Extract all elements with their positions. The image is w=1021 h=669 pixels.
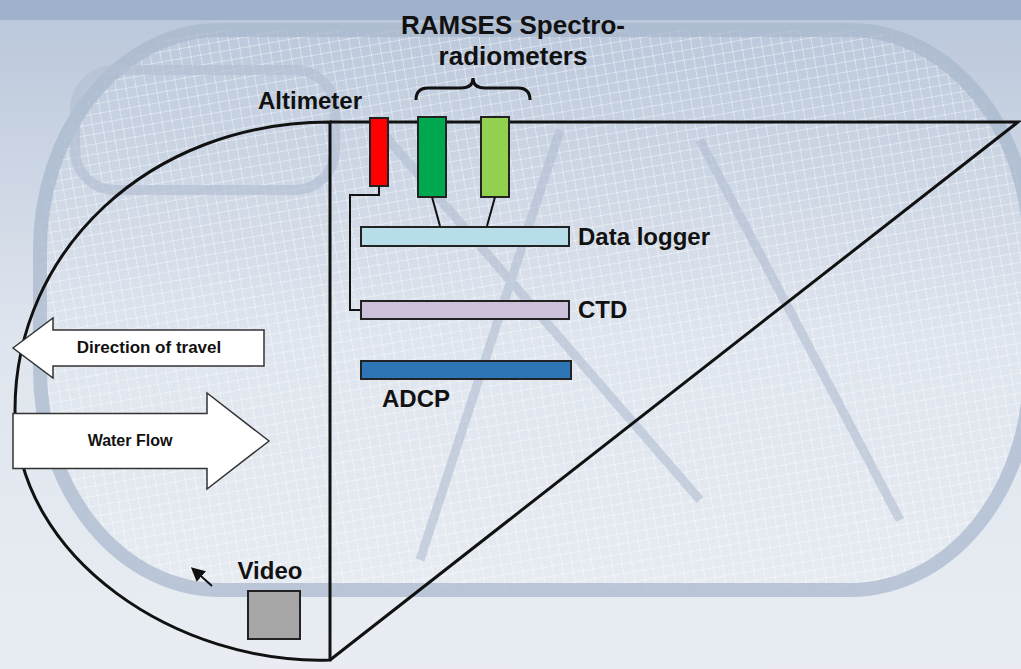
cage-mesh (40, 30, 1021, 590)
component-label: Data logger (578, 223, 710, 251)
flow-arrow: Water Flow (12, 392, 270, 490)
cage-struts (380, 130, 900, 560)
front-view-outline (15, 122, 330, 660)
camera-direction-arrow (193, 569, 212, 586)
component-label: Water Flow (88, 432, 173, 450)
data-logger-bar: Data logger (360, 226, 570, 247)
video-camera-box: Video (247, 590, 301, 640)
group-bracket (416, 78, 530, 100)
radiometer-box (418, 117, 446, 197)
block-arrow-outline (13, 393, 269, 489)
ctd-bar: CTD (360, 300, 570, 320)
block-arrow-outline (13, 318, 264, 378)
cable-connector (350, 187, 379, 310)
radiometer-cable (432, 197, 495, 226)
altimeter-box: Altimeter (369, 117, 389, 187)
travel-arrow: Direction of travel (13, 318, 265, 378)
component-label: ADCP (382, 385, 450, 413)
component-label: Direction of travel (77, 338, 222, 358)
cage-tube (40, 30, 1021, 590)
side-view-outline (330, 122, 1018, 660)
component-label: Video (238, 557, 303, 585)
radiometer-box (481, 117, 509, 197)
component-label: Altimeter (258, 87, 362, 115)
group-label: RAMSES Spectro-radiometers (353, 10, 673, 72)
component-label: CTD (578, 296, 627, 324)
adcp-bar: ADCP (360, 360, 572, 380)
